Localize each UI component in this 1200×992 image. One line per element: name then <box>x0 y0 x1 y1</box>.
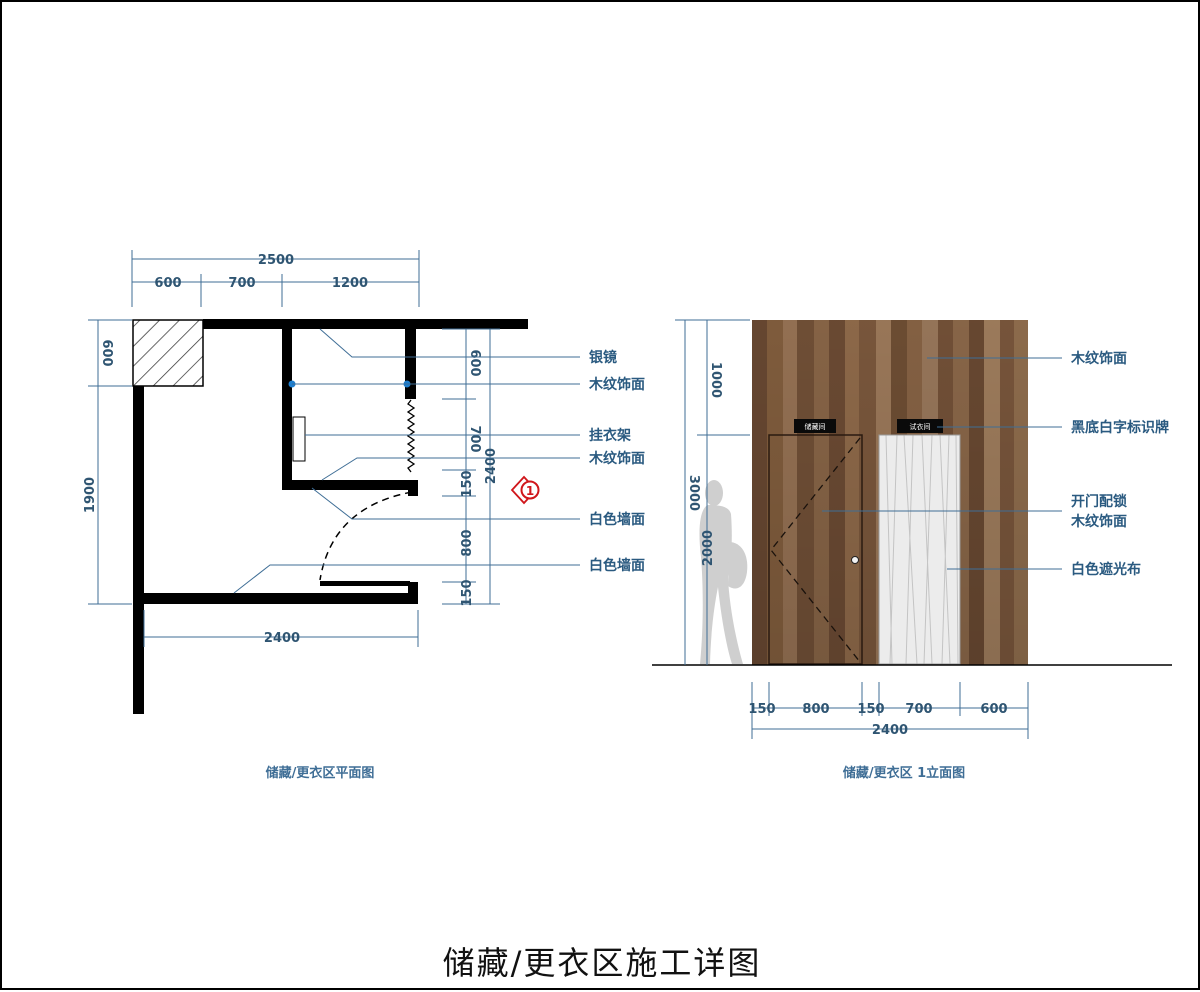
elev-dim-800: 800 <box>802 702 829 717</box>
dim-right-150b: 150 <box>460 579 475 606</box>
inner-wall-bottom <box>282 480 417 490</box>
door-swing-arc <box>319 491 413 581</box>
dim-left-lower: 1900 <box>83 477 98 513</box>
column-hatch <box>132 319 204 387</box>
elevation-caption: 储藏/更衣区 1立面图 <box>842 765 965 781</box>
elev-label-lock: 开门配锁 <box>1071 493 1127 510</box>
dim-right-600: 600 <box>467 349 482 376</box>
dim-bottom: 2400 <box>264 631 300 646</box>
dim-top-a: 600 <box>154 276 181 291</box>
plan-label-mirror: 银镜 <box>589 349 617 366</box>
dim-top-c: 1200 <box>332 276 368 291</box>
floor-plan: 2500 600 700 1200 600 1900 2400 600 700 … <box>83 250 645 781</box>
bottom-wall-end <box>408 582 418 604</box>
elevation-view: 储藏间 试衣间 1000 2000 3000 150 800 150 700 <box>652 319 1172 781</box>
plan-label-rack: 挂衣架 <box>589 427 631 444</box>
storage-door[interactable] <box>768 434 863 665</box>
dim-right-800: 800 <box>460 529 475 556</box>
elev-dim-total: 2400 <box>872 723 908 738</box>
leader-line <box>319 328 580 358</box>
section-marker-number: 1 <box>526 484 534 498</box>
elev-dim-600: 600 <box>980 702 1007 717</box>
dim-top-b: 700 <box>228 276 255 291</box>
elev-dim-700: 700 <box>905 702 932 717</box>
drawing-title: 储藏/更衣区施工详图 <box>442 944 762 982</box>
elev-dim-150b: 150 <box>857 702 884 717</box>
elev-dim-2000: 2000 <box>701 530 716 566</box>
curtain-fabric <box>879 435 960 664</box>
plan-label-wood-2: 木纹饰面 <box>588 450 645 467</box>
curtain-folds <box>885 434 959 665</box>
fitting-sign <box>897 419 943 433</box>
elev-label-curtain: 白色遮光布 <box>1071 561 1141 578</box>
elev-label-sign: 黑底白字标识牌 <box>1071 419 1169 436</box>
human-scale-silhouette <box>699 480 748 664</box>
mirror-wall <box>405 329 416 399</box>
dim-right-150a: 150 <box>460 470 475 497</box>
changing-curtain[interactable] <box>878 434 961 665</box>
top-wall <box>203 319 528 329</box>
leader-line <box>233 564 580 594</box>
inner-wall-left <box>282 329 292 490</box>
bottom-wall <box>144 593 418 604</box>
elev-dim-3000: 3000 <box>686 475 701 511</box>
plan-label-white-wall-1: 白色墙面 <box>589 511 645 528</box>
plan-label-white-wall-2: 白色墙面 <box>589 557 645 574</box>
elev-dim-1000: 1000 <box>708 362 723 398</box>
section-marker-circle <box>520 480 540 500</box>
dim-left-upper: 600 <box>99 339 114 366</box>
plan-caption: 储藏/更衣区平面图 <box>265 765 375 781</box>
elev-dim-150a: 150 <box>748 702 775 717</box>
leader-line <box>311 487 580 520</box>
inner-wall-end <box>408 480 418 496</box>
dim-right-700: 700 <box>467 425 482 452</box>
fitting-sign-text: 试衣间 <box>910 422 931 431</box>
left-wall <box>133 386 144 714</box>
curtain-symbol <box>406 399 416 473</box>
leader-line <box>321 457 580 481</box>
dim-right-total: 2400 <box>484 448 499 484</box>
storage-sign-text: 储藏间 <box>805 422 826 431</box>
storage-sign <box>794 419 836 433</box>
door-leaf <box>320 581 410 586</box>
dim-top-total: 2500 <box>258 253 294 268</box>
plan-label-wood-1: 木纹饰面 <box>588 376 645 393</box>
elev-label-wood: 木纹饰面 <box>1070 350 1127 367</box>
elev-label-door-wood: 木纹饰面 <box>1070 513 1127 530</box>
door-lock-knob[interactable] <box>851 556 859 564</box>
section-marker[interactable]: 1 <box>510 475 540 505</box>
clothes-rack <box>292 416 306 462</box>
curtain-frame <box>878 434 961 665</box>
